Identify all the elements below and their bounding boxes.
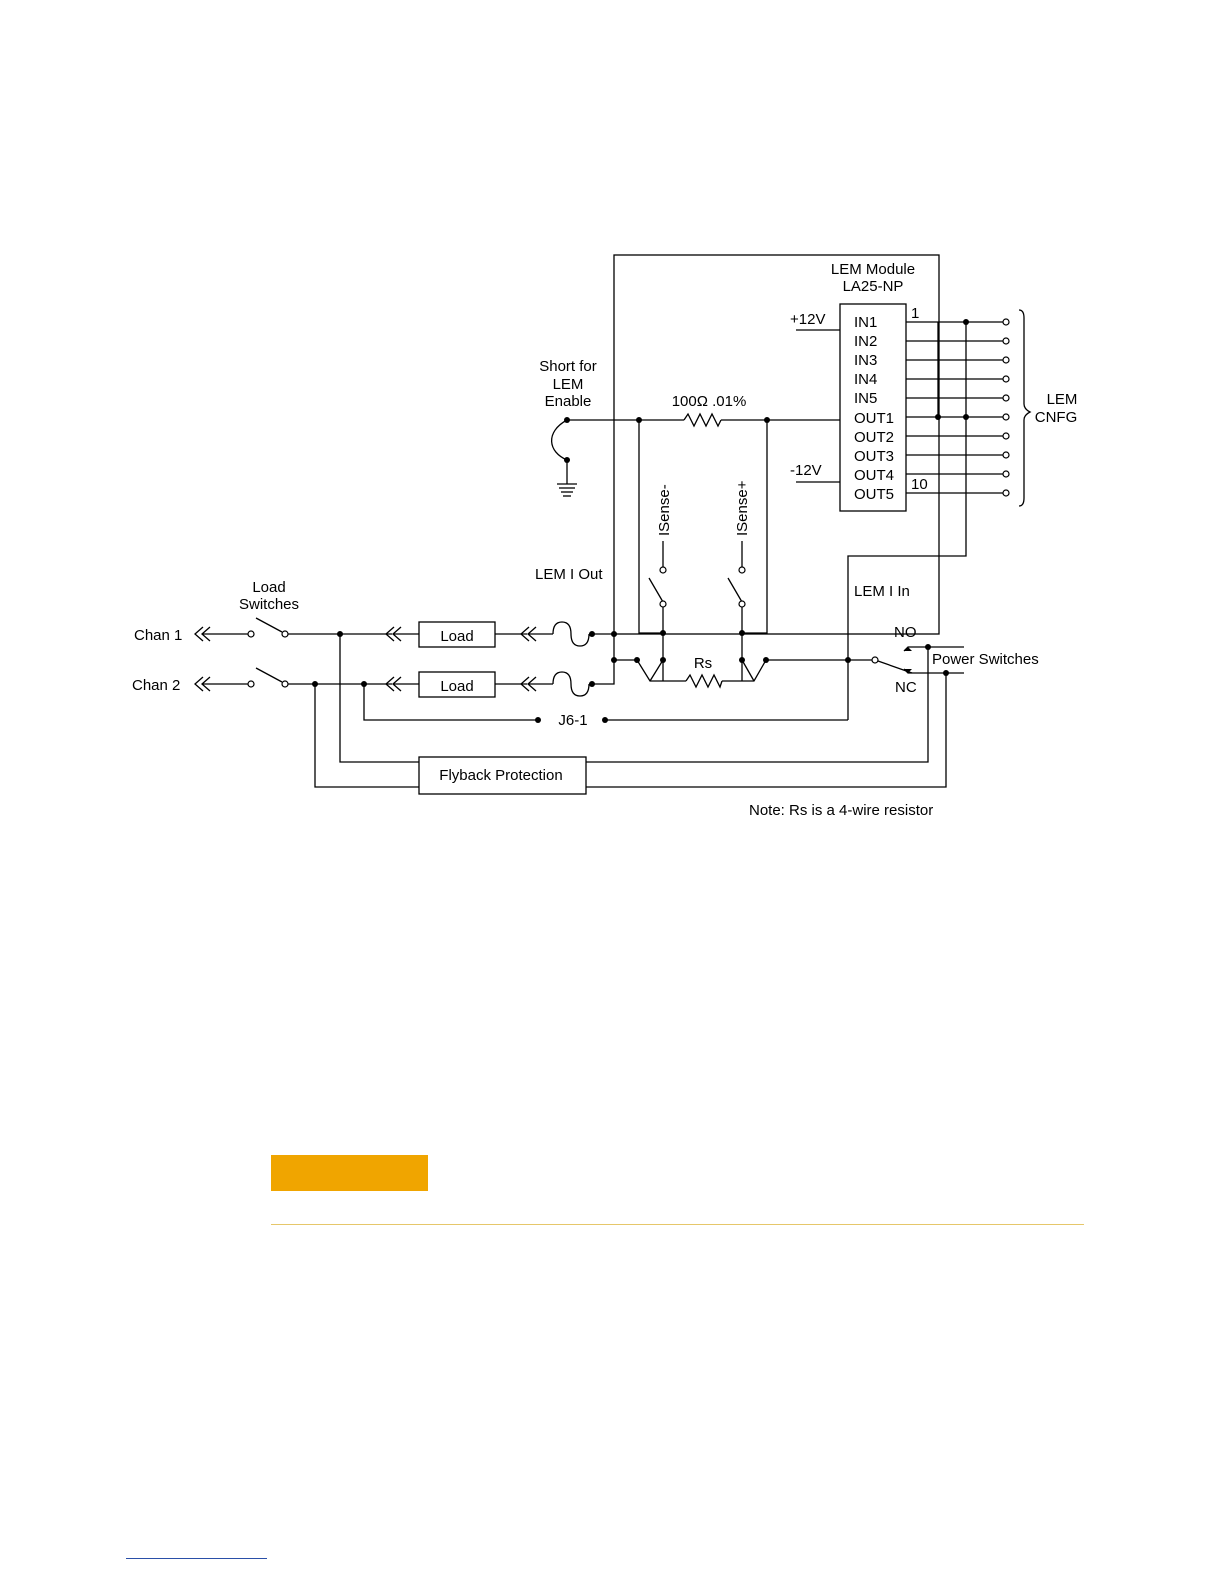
lem-module-title: LEM Module (831, 261, 915, 278)
plus-12v-label: +12V (790, 311, 825, 328)
caution-bar (271, 1155, 428, 1191)
load-switches-label-2: Switches (239, 596, 299, 613)
short-label-2: LEM (553, 376, 584, 393)
lem-cnfg-label-2: CNFG (1035, 409, 1078, 426)
pin-label-in2: IN2 (854, 333, 877, 350)
fuse2-icon (553, 672, 589, 696)
section-rule (271, 1224, 1084, 1225)
j6-label: J6-1 (558, 712, 587, 729)
ground-icon (557, 484, 577, 496)
lem-module-part: LA25-NP (843, 278, 904, 295)
short-label-1: Short for (539, 358, 597, 375)
pin-label-out3: OUT3 (854, 448, 894, 465)
pin-label-in4: IN4 (854, 371, 877, 388)
power-switches-label: Power Switches (932, 651, 1039, 668)
short-label-3: Enable (545, 393, 592, 410)
load-switches-label-1: Load (252, 579, 285, 596)
isense-plus-label: ISense+ (734, 480, 751, 536)
rs-label: Rs (694, 655, 712, 672)
pin-label-in1: IN1 (854, 314, 877, 331)
lem-cnfg-label-1: LEM (1047, 391, 1078, 408)
nc-label: NC (895, 679, 917, 696)
pin-label-out4: OUT4 (854, 467, 894, 484)
cnfg-pin-wires (906, 322, 1003, 493)
resistor-100-label: 100Ω .01% (672, 393, 747, 410)
fuse1-icon (553, 622, 589, 646)
isense-minus-label: ISense- (656, 484, 673, 536)
pin-label-in3: IN3 (854, 352, 877, 369)
pin-label-out1: OUT1 (854, 410, 894, 427)
pin-label-in5: IN5 (854, 390, 877, 407)
cnfg-terminals (1003, 319, 1009, 496)
chan1-label: Chan 1 (134, 627, 182, 644)
pin-number-last: 10 (911, 476, 928, 493)
no-label: NO (894, 624, 917, 641)
rs-note: Note: Rs is a 4-wire resistor (749, 802, 933, 819)
load2-label: Load (440, 678, 473, 695)
resistor-100-ohm (684, 414, 721, 426)
footer-link-underline (126, 1558, 267, 1559)
cnfg-brace (1019, 310, 1030, 506)
minus-12v-label: -12V (790, 462, 822, 479)
lem-i-in-label: LEM I In (854, 583, 910, 600)
pin-number-first: 1 (911, 305, 919, 322)
chan1-load-switch (256, 618, 282, 632)
pin-label-out5: OUT5 (854, 486, 894, 503)
lem-i-out-label: LEM I Out (535, 566, 603, 583)
rs-resistor (686, 675, 722, 687)
chan2-label: Chan 2 (132, 677, 180, 694)
chan2-load-switch (256, 668, 282, 682)
short-jumper (552, 420, 567, 460)
flyback-protection-label: Flyback Protection (439, 767, 562, 784)
pin-label-out2: OUT2 (854, 429, 894, 446)
load1-label: Load (440, 628, 473, 645)
lem-input-labels: IN1 IN2 IN3 IN4 IN5 OUT1 OUT2 OUT3 OUT4 … (854, 314, 894, 503)
